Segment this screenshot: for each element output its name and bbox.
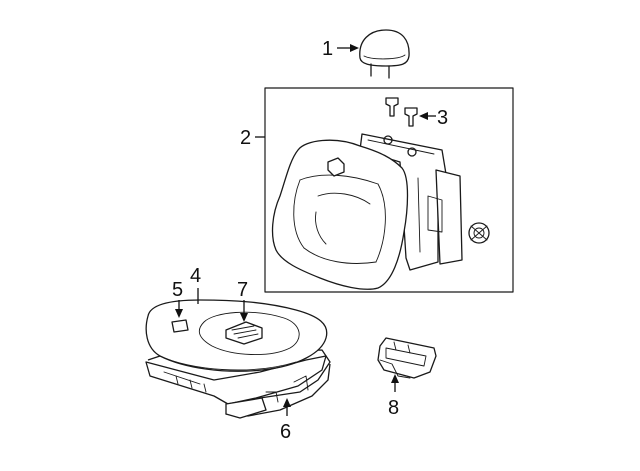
callout-6: 6 bbox=[280, 398, 291, 443]
svg-text:7: 7 bbox=[237, 279, 248, 301]
callout-5: 5 bbox=[172, 279, 183, 318]
callout-4: 4 bbox=[190, 265, 201, 304]
headrest-part bbox=[359, 29, 410, 79]
callout-1: 1 bbox=[322, 38, 359, 60]
bracket-part bbox=[377, 337, 437, 379]
clip-parts bbox=[385, 97, 418, 127]
svg-text:4: 4 bbox=[190, 265, 201, 287]
svg-text:6: 6 bbox=[280, 421, 291, 443]
seat-cushion bbox=[145, 299, 328, 372]
recliner-knob bbox=[468, 222, 490, 244]
callout-8: 8 bbox=[388, 374, 399, 419]
seat-back-cushion bbox=[271, 139, 409, 290]
seat-back-assembly-box bbox=[264, 87, 514, 293]
callout-3: 3 bbox=[419, 107, 448, 129]
callout-7: 7 bbox=[237, 279, 248, 322]
callout-2: 2 bbox=[240, 127, 265, 149]
svg-text:3: 3 bbox=[437, 107, 448, 129]
svg-text:1: 1 bbox=[322, 38, 333, 60]
svg-text:2: 2 bbox=[240, 127, 251, 149]
svg-text:5: 5 bbox=[172, 279, 183, 301]
svg-text:8: 8 bbox=[388, 397, 399, 419]
seat-base-frame bbox=[145, 349, 331, 419]
